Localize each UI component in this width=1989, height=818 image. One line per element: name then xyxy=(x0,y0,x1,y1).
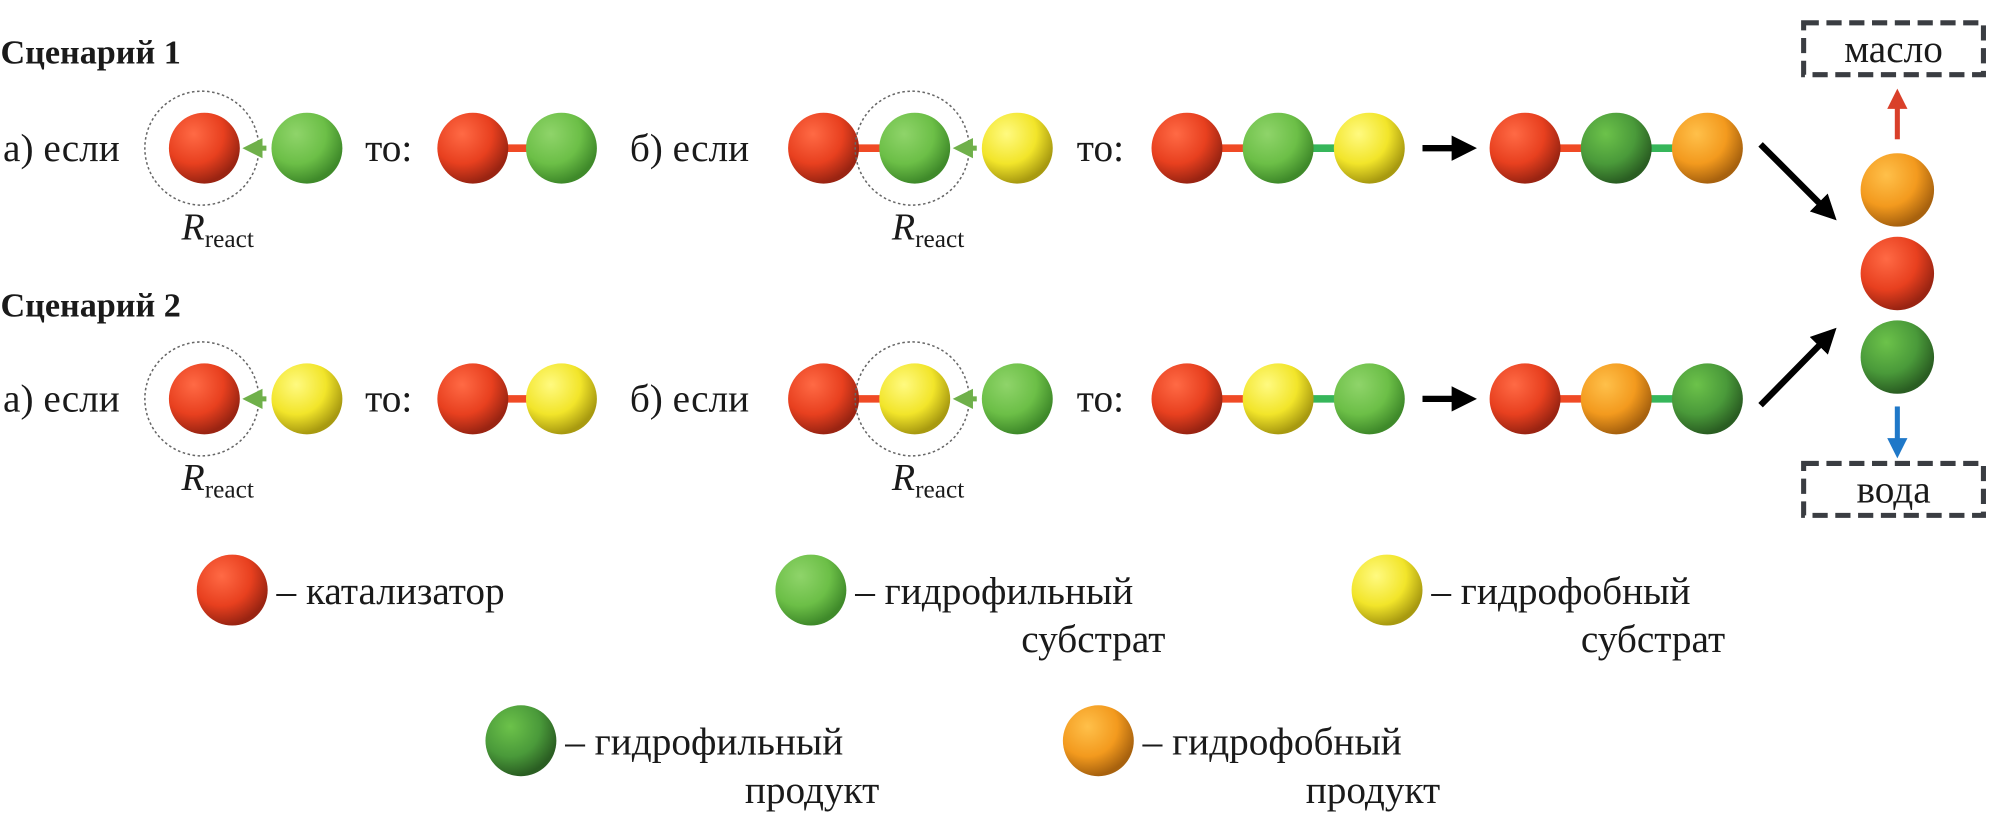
hydrophobic-substrate-sphere xyxy=(879,363,951,435)
legend-hydrophilic-product: – гидрофильный xyxy=(564,721,843,764)
catalyst-sphere xyxy=(1860,236,1935,311)
hydrophilic-product-sphere xyxy=(1671,363,1743,435)
hydrophobic-substrate-sphere xyxy=(525,363,597,435)
catalyst-sphere xyxy=(168,363,240,435)
hydrophobic-product-sphere xyxy=(1860,153,1935,227)
catalyst-sphere xyxy=(168,112,240,184)
scenario-2b-then: то: xyxy=(1077,378,1124,421)
scenario-2-title: Сценарий 2 xyxy=(0,288,180,325)
oil-label: масло xyxy=(1844,28,1943,71)
hydrophobic-substrate-sphere xyxy=(981,112,1053,184)
r-react-label: Rreact xyxy=(181,206,254,253)
water-box xyxy=(1801,460,1986,518)
hydrophilic-substrate-sphere xyxy=(981,363,1053,435)
catalyst-sphere xyxy=(1489,363,1561,435)
catalyst-sphere xyxy=(788,363,860,435)
hydrophilic-substrate-sphere xyxy=(271,112,343,184)
hydrophobic-product-sphere xyxy=(1580,363,1652,435)
hydrophilic-product-sphere xyxy=(1580,112,1652,184)
scenario-1a-if: а) если xyxy=(3,127,120,170)
legend-hydrophobic-substrate-line2: субстрат xyxy=(1581,618,1725,661)
scenario-1b-then: то: xyxy=(1077,127,1124,170)
legend-hydrophobic-product-icon xyxy=(1062,705,1134,777)
hydrophobic-substrate-sphere xyxy=(271,363,343,435)
scenario-1a-then: то: xyxy=(365,127,412,170)
legend-hydrophilic-product-line2: продукт xyxy=(745,769,879,812)
legend-hydrophilic-substrate: – гидрофильный xyxy=(854,570,1133,613)
catalyst-sphere xyxy=(437,363,509,435)
catalyst-sphere xyxy=(788,112,860,184)
legend-hydrophilic-substrate-line2: субстрат xyxy=(1021,618,1165,661)
legend-catalyst-icon xyxy=(196,554,268,626)
legend-hydrophobic-substrate-icon xyxy=(1351,554,1423,626)
hydrophobic-product-sphere xyxy=(1671,112,1743,184)
catalyst-sphere xyxy=(1151,363,1223,435)
hydrophobic-substrate-sphere xyxy=(1242,363,1314,435)
scenario-2a-then: то: xyxy=(365,378,412,421)
hydrophilic-substrate-sphere xyxy=(525,112,597,184)
scenario-1-title: Сценарий 1 xyxy=(0,34,180,71)
converge-arrow-bottom xyxy=(1758,327,1837,408)
converge-arrow-top xyxy=(1758,142,1837,221)
legend-hydrophobic-product: – гидрофобный xyxy=(1142,721,1402,764)
legend-hydrophilic-substrate-icon xyxy=(775,554,847,626)
catalyst-sphere xyxy=(1151,112,1223,184)
legend: – катализатор – гидрофильный субстрат – … xyxy=(196,554,1725,812)
legend-hydrophobic-substrate: – гидрофобный xyxy=(1430,570,1690,613)
legend-hydrophilic-product-icon xyxy=(485,705,557,777)
hydrophobic-substrate-sphere xyxy=(1333,112,1405,184)
catalyst-sphere xyxy=(437,112,509,184)
r-react-label: Rreact xyxy=(891,206,964,253)
hydrophilic-substrate-sphere xyxy=(879,112,951,184)
scenario-2b-if: б) если xyxy=(630,378,749,421)
r-react-label: Rreact xyxy=(181,457,254,504)
catalyst-sphere xyxy=(1489,112,1561,184)
r-react-label: Rreact xyxy=(891,457,964,504)
legend-hydrophobic-product-line2: продукт xyxy=(1306,769,1440,812)
legend-catalyst: – катализатор xyxy=(276,570,505,613)
scenario-2a-if: а) если xyxy=(3,378,120,421)
hydrophilic-substrate-sphere xyxy=(1242,112,1314,184)
hydrophilic-product-sphere xyxy=(1860,320,1935,394)
oil-box xyxy=(1801,20,1986,78)
scenario-1b-if: б) если xyxy=(630,127,749,170)
water-label: вода xyxy=(1856,469,1930,512)
hydrophilic-substrate-sphere xyxy=(1333,363,1405,435)
